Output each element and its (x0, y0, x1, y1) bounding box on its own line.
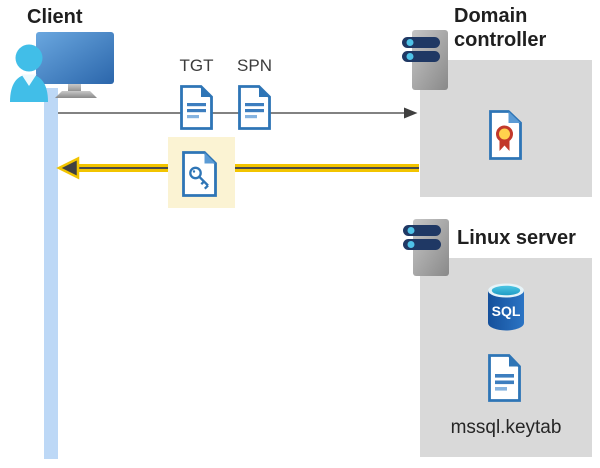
sql-badge-text: SQL (492, 303, 521, 319)
spn-label: SPN (237, 56, 272, 75)
linux-server-icon (403, 219, 449, 276)
monitor-user-icon (10, 32, 114, 102)
response-arrow (56, 156, 419, 180)
request-arrow (58, 107, 418, 119)
tgt-document-icon (180, 85, 213, 130)
domain-controller-label: Domain controller (454, 5, 547, 51)
keytab-document-icon (488, 354, 521, 402)
key-document-icon (182, 151, 217, 197)
client-label: Client (27, 6, 83, 28)
domain-controller-server-icon (402, 30, 448, 90)
client-lifeline (44, 88, 58, 459)
keytab-filename-label: mssql.keytab (450, 417, 562, 438)
linux-server-label: Linux server (457, 227, 576, 249)
certificate-icon (489, 110, 522, 160)
spn-document-icon (238, 85, 271, 130)
sql-database-icon: SQL (488, 283, 524, 331)
tgt-label: TGT (179, 56, 214, 75)
